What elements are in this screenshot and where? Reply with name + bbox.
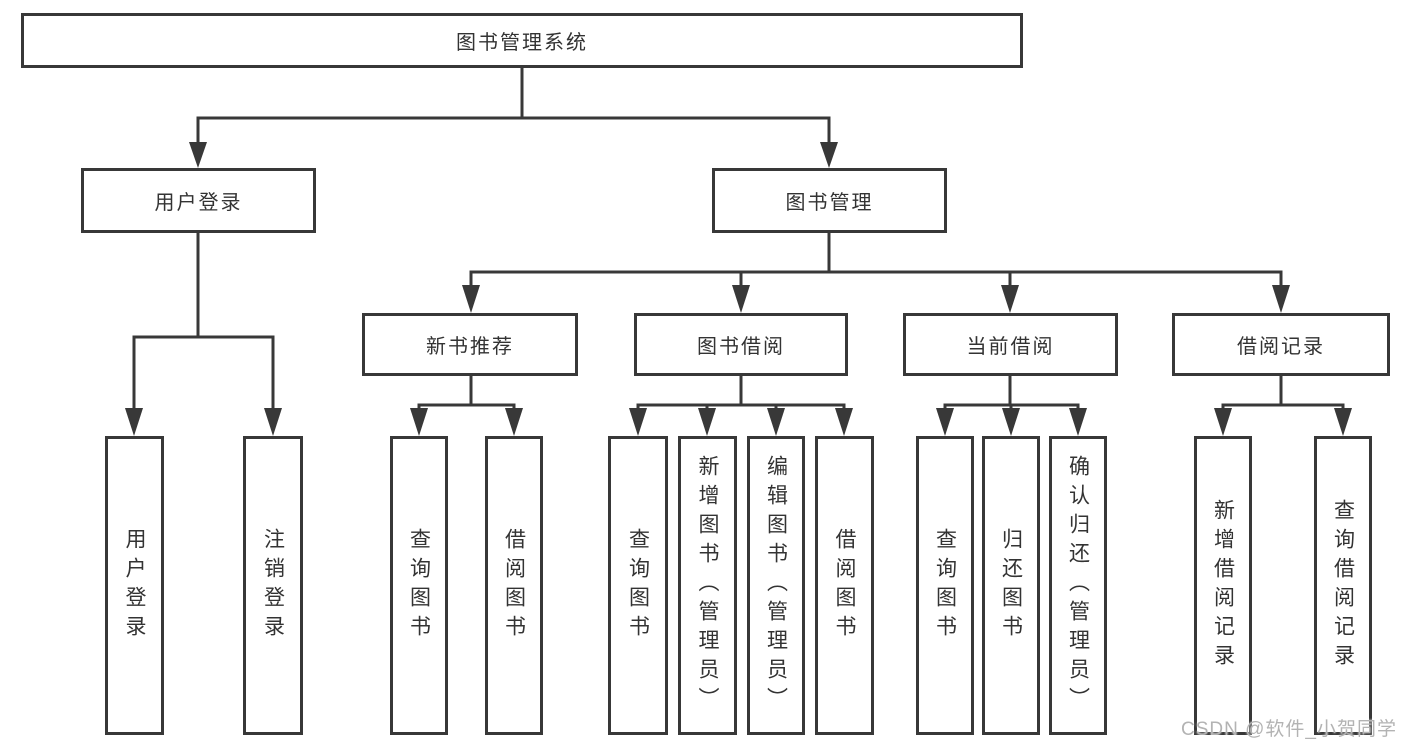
node-library-management-system: 图书管理系统 (21, 13, 1023, 68)
node-leaf-query-borrow-record: 查询借阅记录 (1314, 436, 1372, 735)
node-label: 新书推荐 (426, 336, 514, 358)
node-label: 用户登录 (123, 527, 146, 644)
node-book-borrowing: 图书借阅 (634, 313, 848, 376)
node-label: 借阅记录 (1237, 336, 1325, 358)
node-leaf-query-books-recommend: 查询图书 (390, 436, 448, 735)
node-leaf-borrow-books: 借阅图书 (815, 436, 874, 735)
node-leaf-query-books-borrowing: 查询图书 (608, 436, 668, 735)
node-label: 编辑图书（管理员） (764, 455, 788, 716)
node-leaf-confirm-return-admin: 确认归还（管理员） (1049, 436, 1107, 735)
node-label: 归还图书 (999, 527, 1023, 644)
node-label: 借阅图书 (833, 527, 856, 644)
node-label: 确认归还（管理员） (1066, 455, 1090, 716)
node-leaf-return-books: 归还图书 (982, 436, 1040, 735)
node-label: 新增图书（管理员） (696, 455, 719, 716)
node-leaf-user-login: 用户登录 (105, 436, 164, 735)
node-label: 查询借阅记录 (1331, 498, 1355, 673)
node-leaf-add-borrow-record: 新增借阅记录 (1194, 436, 1252, 735)
node-label: 查询图书 (626, 527, 650, 644)
node-leaf-logout: 注销登录 (243, 436, 303, 735)
node-leaf-add-books-admin: 新增图书（管理员） (678, 436, 737, 735)
node-label: 用户登录 (154, 192, 243, 214)
node-new-book-recommendation: 新书推荐 (362, 313, 578, 376)
node-label: 图书管理 (785, 192, 874, 214)
node-label: 当前借阅 (966, 336, 1055, 358)
arrowheads (125, 142, 1352, 436)
node-label: 查询图书 (407, 527, 431, 644)
node-current-borrowing: 当前借阅 (903, 313, 1118, 376)
node-user-login-branch: 用户登录 (81, 168, 316, 233)
node-label: 注销登录 (261, 527, 285, 644)
node-label: 图书借阅 (697, 336, 785, 358)
node-label: 借阅图书 (502, 527, 526, 644)
node-borrowing-records: 借阅记录 (1172, 313, 1390, 376)
node-label: 新增借阅记录 (1211, 498, 1235, 673)
node-leaf-edit-books-admin: 编辑图书（管理员） (747, 436, 805, 735)
node-leaf-query-books-current: 查询图书 (916, 436, 974, 735)
node-book-management: 图书管理 (712, 168, 947, 233)
node-label: 查询图书 (933, 527, 957, 644)
csdn-watermark: CSDN @软件_小贺同学 (1181, 719, 1397, 740)
node-leaf-borrow-books-recommend: 借阅图书 (485, 436, 543, 735)
node-label: 图书管理系统 (456, 32, 588, 54)
